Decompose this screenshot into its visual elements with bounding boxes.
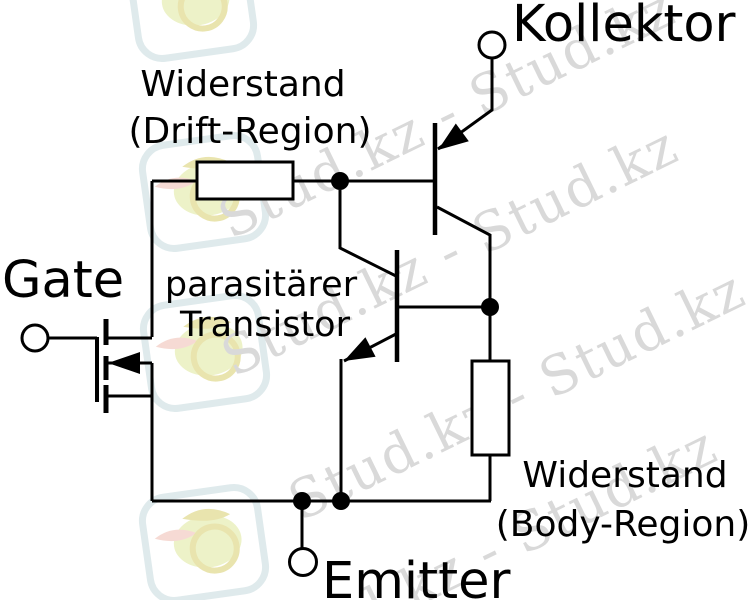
circuit-layer xyxy=(20,30,511,577)
pnp-emitter-arrow-icon xyxy=(438,123,469,150)
gate-terminal-icon xyxy=(20,323,50,353)
drift-resistor-label-line2: (Drift-Region) xyxy=(129,111,372,152)
kollektor-terminal-icon xyxy=(477,30,507,60)
emitter-label: Emitter xyxy=(322,552,510,600)
pnp-collector-wire xyxy=(436,205,492,307)
body-region-resistor xyxy=(470,359,511,457)
body-resistor-label-line1: Widerstand xyxy=(522,455,727,496)
mosfet-body-arrow-icon xyxy=(108,352,140,374)
parasitic-transistor-label-line1: parasitärer xyxy=(165,265,358,305)
parasitic-transistor-label-line2: Transistor xyxy=(179,305,351,345)
junction-dot-top-rail xyxy=(331,172,349,190)
body-resistor-label-line2: (Body-Region) xyxy=(496,504,751,545)
emitter-terminal-icon xyxy=(288,547,318,577)
drift-resistor-label-line1: Widerstand xyxy=(140,64,345,105)
junction-dot-collector-node xyxy=(481,298,499,316)
pnp-transistor xyxy=(432,58,494,307)
junction-dots xyxy=(293,172,499,510)
junction-dot-emitter-node xyxy=(293,492,311,510)
logo-watermark-top xyxy=(127,0,256,62)
junction-dot-bottom-rail xyxy=(332,492,350,510)
kollektor-label: Kollektor xyxy=(512,0,736,54)
mosfet xyxy=(48,319,152,413)
npn-emitter-arrow-icon xyxy=(344,337,376,361)
gate-label: Gate xyxy=(2,251,124,310)
parasitic-npn-transistor xyxy=(338,190,490,501)
npn-collector-wire xyxy=(338,190,397,278)
drift-region-resistor xyxy=(195,160,295,201)
